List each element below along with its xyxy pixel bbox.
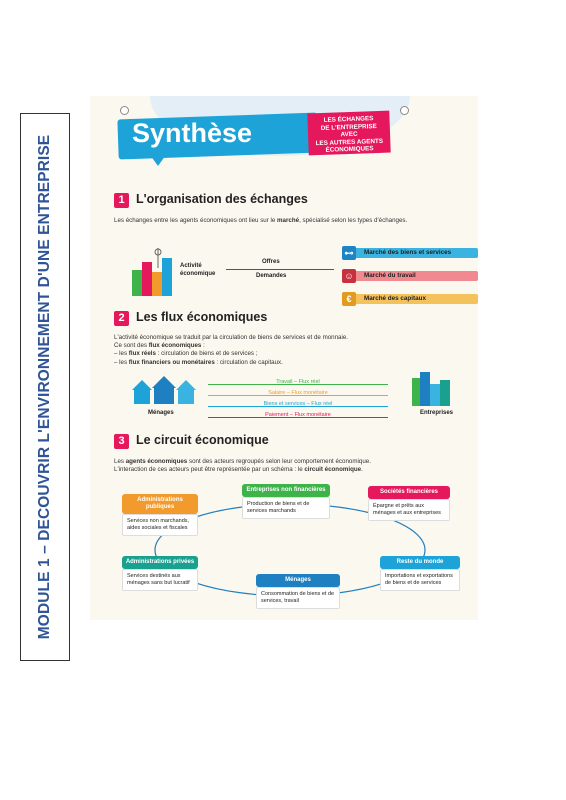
- pin-icon: [400, 106, 409, 115]
- node-administrations-privees: Administrations privées Services destiné…: [122, 556, 198, 591]
- text-bold: circuit économique: [304, 466, 362, 474]
- text-line: L'interaction de ces acteurs peut être r…: [114, 466, 464, 474]
- node-head: Administrations privées: [122, 556, 198, 569]
- node-head: Reste du monde: [380, 556, 460, 569]
- activity-label: Activité économique: [180, 263, 216, 277]
- demandes-label: Demandes: [256, 273, 287, 279]
- section-number: 1: [114, 193, 129, 208]
- market-label: Marché des biens et services: [364, 249, 452, 256]
- node-body: Production de biens et de services march…: [242, 497, 330, 519]
- text-part: – les: [114, 350, 129, 358]
- flow-label: Salaire – Flux monétaire: [268, 390, 328, 396]
- cart-icon: ⊷: [342, 246, 356, 260]
- worker-icon: ☺: [342, 269, 356, 283]
- market-bar: Marché des capitaux: [344, 294, 478, 304]
- node-societes-financieres: Sociétés financières Épargne et prêts au…: [368, 486, 450, 521]
- text-part: sont des acteurs regroupés selon leur co…: [187, 458, 371, 465]
- flow-line: [208, 384, 388, 385]
- text-bold: agents économiques: [125, 458, 188, 465]
- pin-icon: [120, 106, 129, 115]
- node-entreprises: Entreprises non financières Production d…: [242, 484, 330, 519]
- synthesis-sheet: Synthèse LES ÉCHANGES DE L'ENTREPRISE AV…: [90, 96, 478, 620]
- node-head: Ménages: [256, 574, 340, 587]
- city-icon: [132, 248, 172, 296]
- section-text: L'activité économique se traduit par la …: [114, 334, 464, 367]
- node-body: Consommation de biens et de services, tr…: [256, 587, 340, 609]
- text-part: Ce sont des: [114, 342, 149, 350]
- node-body: Épargne et prêts aux ménages et aux entr…: [368, 499, 450, 521]
- text-part: Les: [114, 458, 126, 465]
- houses-icon: [132, 376, 196, 404]
- text-part: L'interaction de ces acteurs peut être r…: [114, 466, 305, 474]
- section-title: Le circuit économique: [136, 433, 269, 447]
- text-line: Les agents économiques sont des acteurs …: [114, 458, 464, 466]
- flow-line: [208, 395, 388, 396]
- section-title: L'organisation des échanges: [136, 192, 308, 206]
- section-text: Les agents économiques sont des acteurs …: [114, 458, 464, 474]
- text-part: .: [361, 466, 363, 474]
- node-menages: Ménages Consommation de biens et de serv…: [256, 574, 340, 609]
- text-bold: marché: [277, 217, 300, 224]
- module-title: MODULE 1 – DECOUVRIR L'ENVIRONNEMENT D'U…: [36, 134, 53, 640]
- text-part: : circulation de biens et de services ;: [155, 350, 258, 358]
- section-number: 2: [114, 311, 129, 326]
- text-bold: flux réels: [128, 350, 156, 358]
- text-part: , spécialisé selon les types d'échanges.: [299, 217, 408, 224]
- section-title: Les flux économiques: [136, 310, 268, 324]
- market-bar: Marché des biens et services: [344, 248, 478, 258]
- flow-label: Biens et services – Flux réel: [263, 401, 333, 407]
- module-frame: [20, 113, 70, 661]
- node-reste-du-monde: Reste du monde Importations et exportati…: [380, 556, 460, 591]
- flow-label: Travail – Flux réel: [276, 379, 320, 385]
- subtitle-tag: LES ÉCHANGES DE L'ENTREPRISE AVEC LES AU…: [307, 110, 391, 156]
- node-body: Services non marchands, aides sociales e…: [122, 514, 198, 536]
- menages-label: Ménages: [148, 410, 174, 416]
- node-head: Sociétés financières: [368, 486, 450, 499]
- node-head: Administrations publiques: [122, 494, 198, 514]
- flow-arrow: [226, 269, 334, 270]
- text-part: – les: [114, 358, 129, 366]
- text-line: – les flux réels : circulation de biens …: [114, 350, 464, 358]
- flow-line: [208, 417, 388, 418]
- entreprises-label: Entreprises: [420, 410, 454, 416]
- text-line: – les flux financiers ou monétaires : ci…: [114, 359, 464, 367]
- text-bold: flux financiers ou monétaires: [128, 358, 215, 366]
- page-title: Synthèse: [132, 118, 253, 148]
- text-part: :: [201, 342, 205, 350]
- market-label: Marché des capitaux: [364, 295, 426, 302]
- text-line: Ce sont des flux économiques :: [114, 342, 464, 350]
- market-label: Marché du travail: [364, 272, 416, 279]
- flow-label: Paiement – Flux monétaire: [265, 412, 331, 418]
- text-part: : circulation de capitaux.: [214, 358, 283, 366]
- node-head: Entreprises non financières: [242, 484, 330, 497]
- node-administrations-publiques: Administrations publiques Services non m…: [122, 494, 198, 536]
- text-line: L'activité économique se traduit par la …: [114, 334, 349, 341]
- market-bar: Marché du travail: [344, 271, 478, 281]
- flow-line: [208, 406, 388, 407]
- node-body: Importations et exportations de biens et…: [380, 569, 460, 591]
- node-body: Services destinés aux ménages sans but l…: [122, 569, 198, 591]
- factory-icon: [412, 372, 450, 406]
- euro-icon: €: [342, 292, 356, 306]
- offres-label: Offres: [262, 259, 280, 265]
- section-number: 3: [114, 434, 129, 449]
- section-text: Les échanges entre les agents économique…: [114, 217, 444, 225]
- text-bold: flux économiques: [148, 342, 202, 350]
- text-part: Les échanges entre les agents économique…: [114, 217, 278, 224]
- banner-tail: [148, 152, 168, 166]
